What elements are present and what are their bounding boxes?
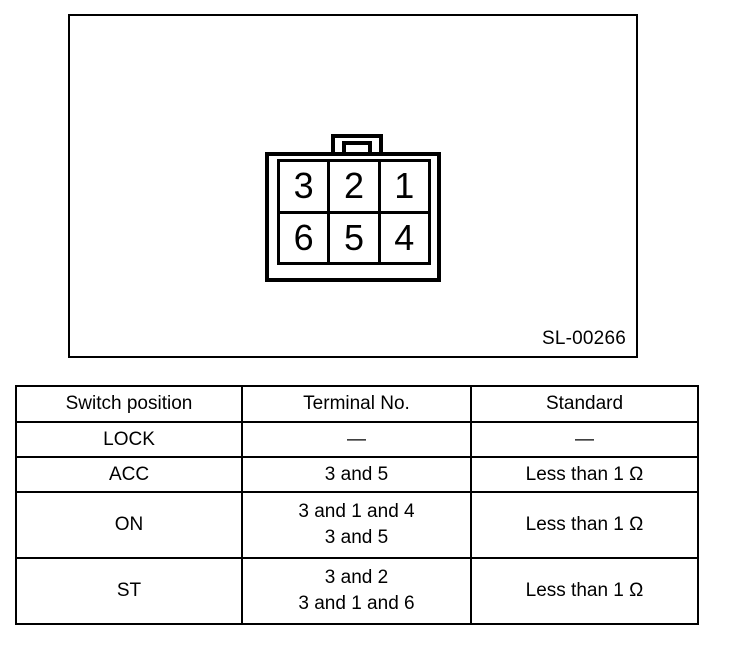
terminal-pin-2: 2 — [327, 162, 377, 211]
cell-terminal-text: 3 and 1 and 4 3 and 5 — [298, 501, 415, 548]
terminal-row: 6 5 4 — [280, 210, 428, 262]
table-row: LOCK — — — [15, 421, 699, 458]
cell-terminal-no: 3 and 1 and 4 3 and 5 — [241, 491, 472, 559]
cell-standard: — — [470, 421, 699, 458]
cell-terminal-no: — — [241, 421, 472, 458]
cell-switch-position: LOCK — [15, 421, 243, 458]
cell-terminal-no: 3 and 5 — [241, 456, 472, 493]
table-row: ST 3 and 2 3 and 1 and 6 Less than 1 Ω — [15, 557, 699, 625]
cell-standard: Less than 1 Ω — [470, 491, 699, 559]
column-header-switch-position: Switch position — [15, 385, 243, 423]
cell-switch-position: ON — [15, 491, 243, 559]
connector-figure-panel: 3 2 1 6 5 4 SL-00266 — [68, 14, 638, 358]
figure-reference-label: SL-00266 — [541, 328, 626, 349]
cell-standard: Less than 1 Ω — [470, 456, 699, 493]
cell-terminal-text: — — [347, 428, 366, 450]
cell-terminal-text: 3 and 5 — [324, 463, 389, 485]
terminal-pin-1: 1 — [377, 162, 428, 211]
terminal-row: 3 2 1 — [280, 162, 428, 211]
cell-terminal-text: 3 and 2 3 and 1 and 6 — [298, 567, 415, 614]
table-row: ON 3 and 1 and 4 3 and 5 Less than 1 Ω — [15, 491, 699, 559]
connector-diagram: 3 2 1 6 5 4 — [265, 120, 441, 282]
terminal-pin-5: 5 — [327, 213, 377, 262]
switch-continuity-table: Switch position Terminal No. Standard LO… — [15, 385, 699, 625]
cell-standard: Less than 1 Ω — [470, 557, 699, 625]
column-header-terminal-no: Terminal No. — [241, 385, 472, 423]
terminal-pin-4: 4 — [377, 213, 428, 262]
table-row: ACC 3 and 5 Less than 1 Ω — [15, 456, 699, 493]
terminal-pin-3: 3 — [293, 165, 314, 207]
cell-terminal-no: 3 and 2 3 and 1 and 6 — [241, 557, 472, 625]
table-header-row: Switch position Terminal No. Standard — [15, 385, 699, 423]
cell-switch-position: ACC — [15, 456, 243, 493]
column-header-standard: Standard — [470, 385, 699, 423]
cell-switch-position: ST — [15, 557, 243, 625]
connector-terminal-grid: 3 2 1 6 5 4 — [277, 159, 431, 265]
terminal-pin-6: 6 — [293, 216, 314, 258]
